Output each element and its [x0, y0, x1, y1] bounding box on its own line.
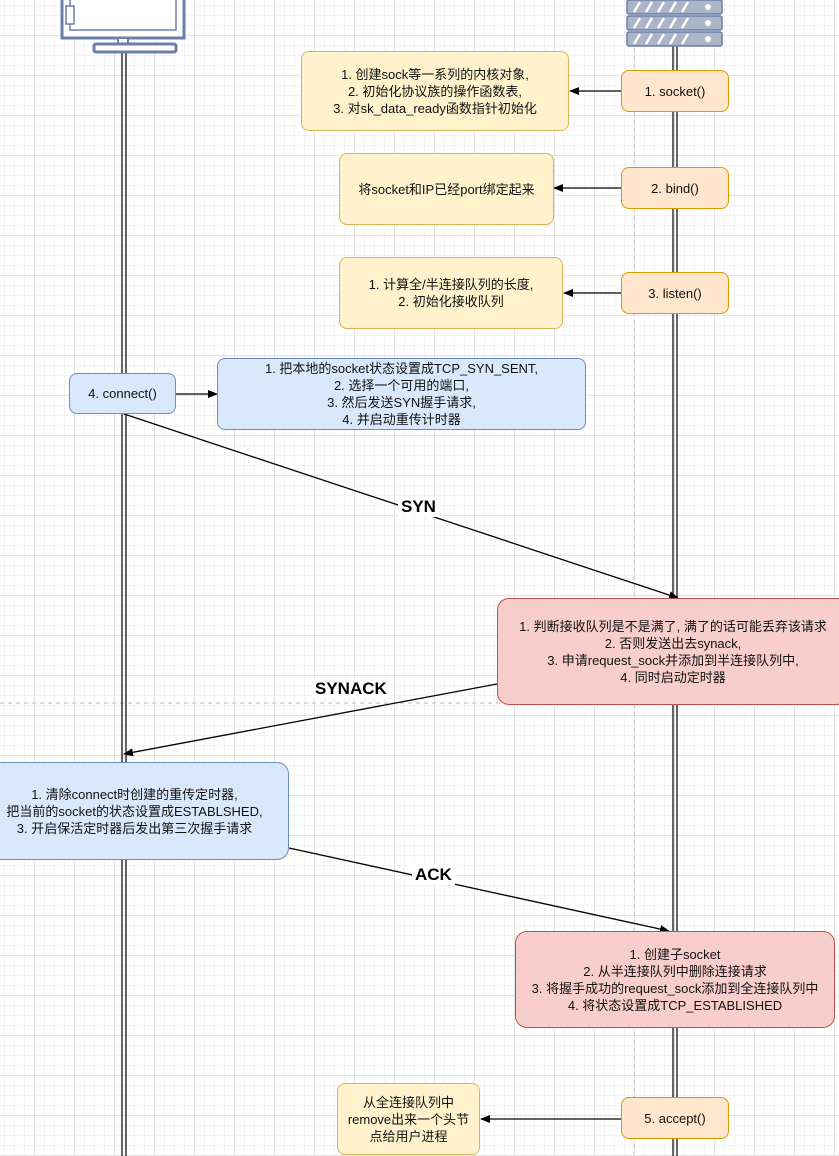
connect-note: 1. 把本地的socket状态设置成TCP_SYN_SENT, 2. 选择一个可… [217, 358, 586, 430]
listen-note: 1. 计算全/半连接队列的长度, 2. 初始化接收队列 [339, 257, 563, 329]
note-line: 1. 清除connect时创建的重传定时器, [31, 786, 238, 802]
note-line: 1. 把本地的socket状态设置成TCP_SYN_SENT, [264, 361, 539, 376]
socket-call-box[interactable]: 1. socket() [621, 70, 729, 112]
synack-arrow [123, 683, 498, 757]
note-line: 2. 否则发送出去synack, [604, 635, 742, 651]
bind-call-label: 2. bind() [651, 180, 699, 196]
note-line: 3. 将握手成功的request_sock添加到全连接队列中 [531, 980, 819, 996]
note-line: 3. 开启保活定时器后发出第三次握手请求 [16, 820, 253, 836]
bind-call-box[interactable]: 2. bind() [621, 167, 729, 209]
connect-call-label: 4. connect() [88, 386, 157, 401]
note-line: 4. 并启动重传计时器 [342, 412, 461, 427]
socket-call-label: 1. socket() [644, 83, 706, 99]
socket-note: 1. 创建sock等一系列的内核对象, 2. 初始化协议族的操作函数表, 3. … [301, 51, 569, 131]
ack-received-note: 1. 创建子socket 2. 从半连接队列中删除连接请求 3. 将握手成功的r… [515, 931, 835, 1028]
syn-received-note: 1. 判断接收队列是不是满了, 满了的话可能丢弃该请求 2. 否则发送出去syn… [497, 598, 839, 705]
note-line: 把当前的socket的状态设置成ESTABLSHED, [6, 803, 263, 819]
accept-call-box[interactable]: 5. accept() [621, 1097, 729, 1139]
client-lifeline [121, 48, 127, 1156]
note-line: 3. 然后发送SYN握手请求, [327, 395, 476, 410]
note-line: 1. 判断接收队列是不是满了, 满了的话可能丢弃该请求 [519, 618, 827, 634]
listen-call-label: 3. listen() [648, 285, 702, 301]
synack-received-note: 1. 清除connect时创建的重传定时器, 把当前的socket的状态设置成E… [0, 762, 289, 860]
server-rack-icon [626, 0, 723, 47]
note-line: 4. 同时启动定时器 [620, 669, 726, 685]
note-line: 3. 申请request_sock并添加到半连接队列中, [547, 652, 799, 668]
accept-call-label: 5. accept() [644, 1110, 706, 1126]
note-line: 将socket和IP已经port绑定起来 [358, 181, 535, 197]
note-line: 2. 初始化协议族的操作函数表, [347, 83, 523, 99]
note-line: 4. 将状态设置成TCP_ESTABLISHED [567, 997, 783, 1013]
note-line: 3. 对sk_data_ready函数指针初始化 [333, 100, 537, 116]
note-line: 从全连接队列中 [362, 1094, 454, 1110]
desktop-computer-icon [60, 0, 186, 54]
synack-label: SYNACK [312, 679, 390, 699]
connect-call-box[interactable]: 4. connect() [69, 373, 176, 414]
note-line: 2. 初始化接收队列 [398, 294, 504, 309]
note-line: remove出来一个头节 [347, 1111, 470, 1127]
note-line: 1. 创建子socket [629, 946, 721, 962]
ack-label: ACK [412, 865, 455, 885]
note-line: 2. 选择一个可用的端口, [333, 378, 470, 393]
accept-note: 从全连接队列中 remove出来一个头节 点给用户进程 [337, 1083, 480, 1155]
note-line: 1. 计算全/半连接队列的长度, [368, 277, 534, 292]
note-line: 1. 创建sock等一系列的内核对象, [341, 66, 529, 82]
note-line: 2. 从半连接队列中删除连接请求 [583, 963, 767, 979]
bind-note: 将socket和IP已经port绑定起来 [339, 153, 554, 225]
syn-label: SYN [398, 497, 439, 517]
note-line: 点给用户进程 [369, 1128, 448, 1144]
ack-arrow [288, 847, 670, 933]
listen-call-box[interactable]: 3. listen() [621, 272, 729, 314]
